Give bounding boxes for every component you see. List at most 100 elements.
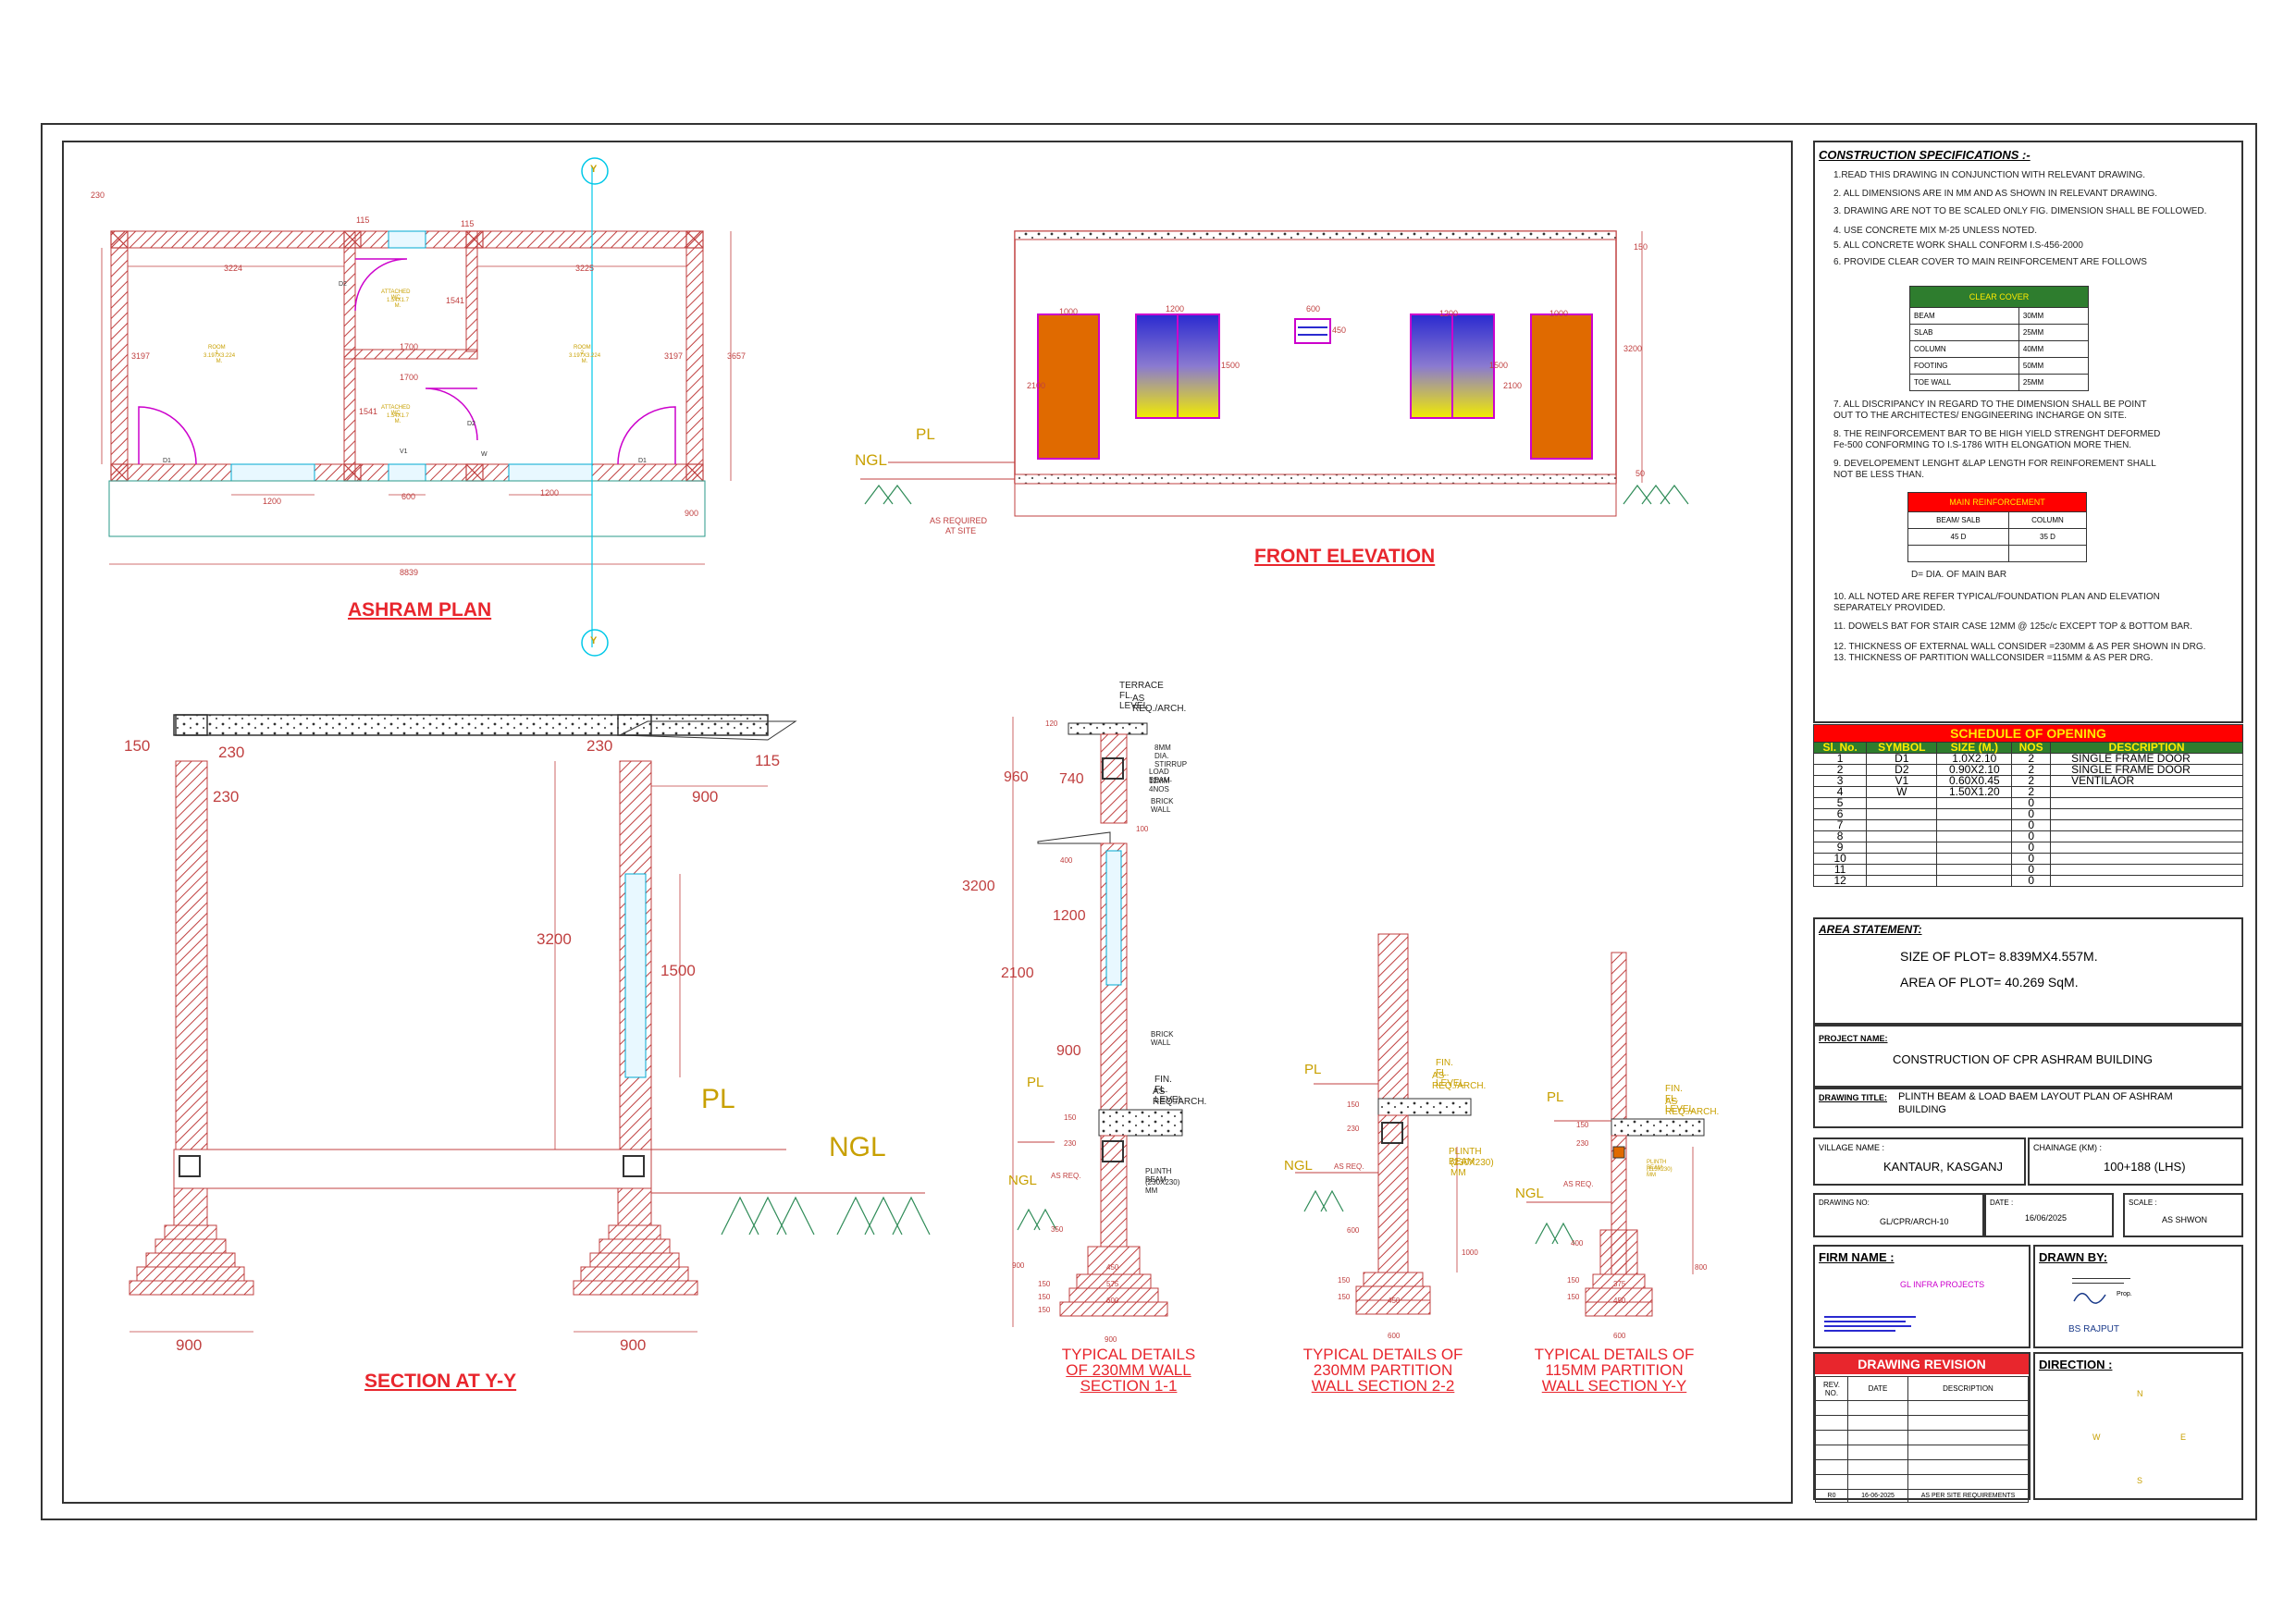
elev-dim-1500a: 1500 (1221, 361, 1241, 370)
spec-line-8b: Fe-500 CONFORMING TO I.S-1786 WITH ELONG… (1833, 440, 2132, 450)
area-value: AREA OF PLOT= 40.269 SqM. (1900, 975, 2079, 990)
mark-d2a: D2 (339, 281, 347, 288)
d1-dim-960: 960 (1004, 769, 1029, 785)
rev-header-no: REV. NO. (1815, 1376, 1848, 1401)
plan-dim-overallh: 3657 (727, 351, 747, 361)
detail3-title-line1: TYPICAL DETAILS OF (1534, 1346, 1695, 1363)
project-panel: PROJECT NAME: CONSTRUCTION OF CPR ASHRAM… (1813, 1025, 2243, 1088)
project-label: PROJECT NAME: (1819, 1034, 1888, 1043)
d1-fin2: AS REQ./ARCH. (1153, 1087, 1207, 1107)
elev-dim-1200a: 1200 (1166, 304, 1185, 314)
firm-address-block (1824, 1313, 1926, 1341)
schedule-cell (2050, 864, 2243, 876)
d3-dim-800: 800 (1695, 1263, 1708, 1272)
d2-dim-230: 230 (1347, 1125, 1360, 1133)
sec-dim-150: 150 (124, 737, 151, 755)
elev-ventilator (1294, 318, 1331, 344)
schedule-cell: SINGLE FRAME DOOR (2050, 764, 2243, 776)
main-reinf-title: MAIN REINFORCEMENT (1907, 492, 2087, 512)
d3-plinth2: (115X230) MM (1647, 1167, 1673, 1178)
compass-w: W (2092, 1432, 2101, 1442)
spec-line-9b: NOT BE LESS THAN. (1833, 470, 1924, 480)
spec-line-13: 13. THICKNESS OF PARTITION WALLCONSIDER … (1833, 653, 2154, 663)
sec-dim-1500: 1500 (660, 962, 696, 979)
spec-line-10b: SEPARATELY PROVIDED. (1833, 603, 1945, 613)
d3-fin2: AS REQ./ARCH. (1665, 1097, 1720, 1117)
rev-date: 16-06-2025 (1847, 1489, 1908, 1503)
d1-dim-150b: 150 (1038, 1280, 1051, 1288)
detail2-title: TYPICAL DETAILS OF 230MM PARTITION WALL … (1295, 1346, 1471, 1394)
elev-dim-2100a: 2100 (1027, 381, 1046, 390)
schedule-header: SIZE (M.) (1936, 742, 2013, 754)
elev-dim-1500b: 1500 (1489, 361, 1509, 370)
drawing-title-label: DRAWING TITLE: (1819, 1093, 1887, 1102)
d2-plinth2: (230X230) MM (1450, 1158, 1494, 1178)
direction-panel: DIRECTION : N S E W (2033, 1352, 2243, 1500)
detail2-title-line2: 230MM PARTITION (1313, 1361, 1453, 1379)
d2-dim-600: 600 (1347, 1226, 1360, 1235)
d3-dim-150: 150 (1576, 1121, 1589, 1129)
d2-wall (1377, 933, 1409, 1115)
elev-pl-label: PL (916, 425, 935, 443)
sec-dimension-lines (130, 761, 768, 1333)
d1-terrace2: AS REQ./ARCH. (1132, 694, 1187, 714)
sec-pl-label: PL (701, 1084, 735, 1114)
elev-dim-150: 150 (1634, 242, 1648, 252)
plan-window-1 (230, 463, 315, 482)
revision-panel: DRAWING REVISION REV. NO. DATE DESCRIPTI… (1813, 1352, 2031, 1503)
plan-vent (388, 463, 426, 482)
detail2-title-line1: TYPICAL DETAILS OF (1302, 1346, 1463, 1363)
schedule-cell (1866, 819, 1938, 831)
spec-line-6: 6. PROVIDE CLEAR COVER TO MAIN REINFORCE… (1833, 257, 2147, 267)
elev-dim-1200b: 1200 (1439, 309, 1459, 318)
elevation-title: FRONT ELEVATION (1254, 546, 1436, 567)
plan-plinth-outline (108, 480, 706, 537)
rev-no: R0 (1815, 1489, 1848, 1503)
sec-ngl-label: NGL (829, 1132, 886, 1162)
drawing-title-line2: BUILDING (1898, 1104, 1946, 1115)
sheet-border (41, 123, 2257, 1520)
cc-cell: COLUMN (1909, 340, 2019, 358)
plan-door-d2-bottom (425, 387, 478, 441)
village-panel: VILLAGE NAME : KANTAUR, KASGANJ (1813, 1137, 2026, 1186)
schedule-cell (1866, 830, 1938, 842)
rev-header-desc: DESCRIPTION (1907, 1376, 2029, 1401)
schedule-cell (2050, 875, 2243, 887)
sec-wall-left (175, 760, 208, 1150)
area-title: AREA STATEMENT: (1819, 923, 1922, 936)
spec-line-9: 9. DEVELOPEMENT LENGHT &LAP LENGTH FOR R… (1833, 459, 2156, 469)
mark-v1: V1 (400, 449, 408, 455)
sec-dim-230b: 230 (586, 737, 613, 755)
d1-stirrup: 8MM DIA. STIRRUP (1154, 744, 1188, 768)
sec-slab (175, 714, 769, 736)
spec-line-7b: OUT TO THE ARCHITECTES/ ENGGINEERING INC… (1833, 411, 2128, 421)
d1-dim-450: 450 (1106, 1263, 1119, 1272)
spec-line-7: 7. ALL DISCRIPANCY IN REGARD TO THE DIME… (1833, 400, 2147, 410)
sec-window (624, 873, 647, 1078)
front-elevation (860, 230, 1689, 517)
plan-dim-win2: 600 (401, 492, 416, 501)
schedule-cell (1936, 853, 2013, 865)
d3-asreq: AS REQ. (1563, 1180, 1594, 1188)
sec-plinth-beam (173, 1149, 652, 1189)
spec-line-12: 12. THICKNESS OF EXTERNAL WALL CONSIDER … (1833, 642, 2206, 652)
plan-door-d1-left (138, 406, 197, 465)
plan-dim-bathh1: 1541 (446, 296, 465, 305)
d2-pl: PL (1304, 1062, 1322, 1077)
d3-pl: PL (1547, 1089, 1564, 1105)
schedule-cell (2050, 808, 2243, 820)
schedule-cell (1866, 842, 1938, 854)
schedule-cell (1936, 819, 2013, 831)
detail3-title-line3: WALL SECTION Y-Y (1541, 1377, 1687, 1395)
plan-dim-righth: 3197 (664, 351, 684, 361)
schedule-cell: V1 (1866, 775, 1938, 787)
section-yy (129, 714, 931, 1333)
date-value: 16/06/2025 (2025, 1213, 2068, 1223)
d1-dim-100: 100 (1136, 825, 1149, 833)
mark-d1a: D1 (163, 458, 171, 464)
compass-e: E (2180, 1432, 2187, 1442)
